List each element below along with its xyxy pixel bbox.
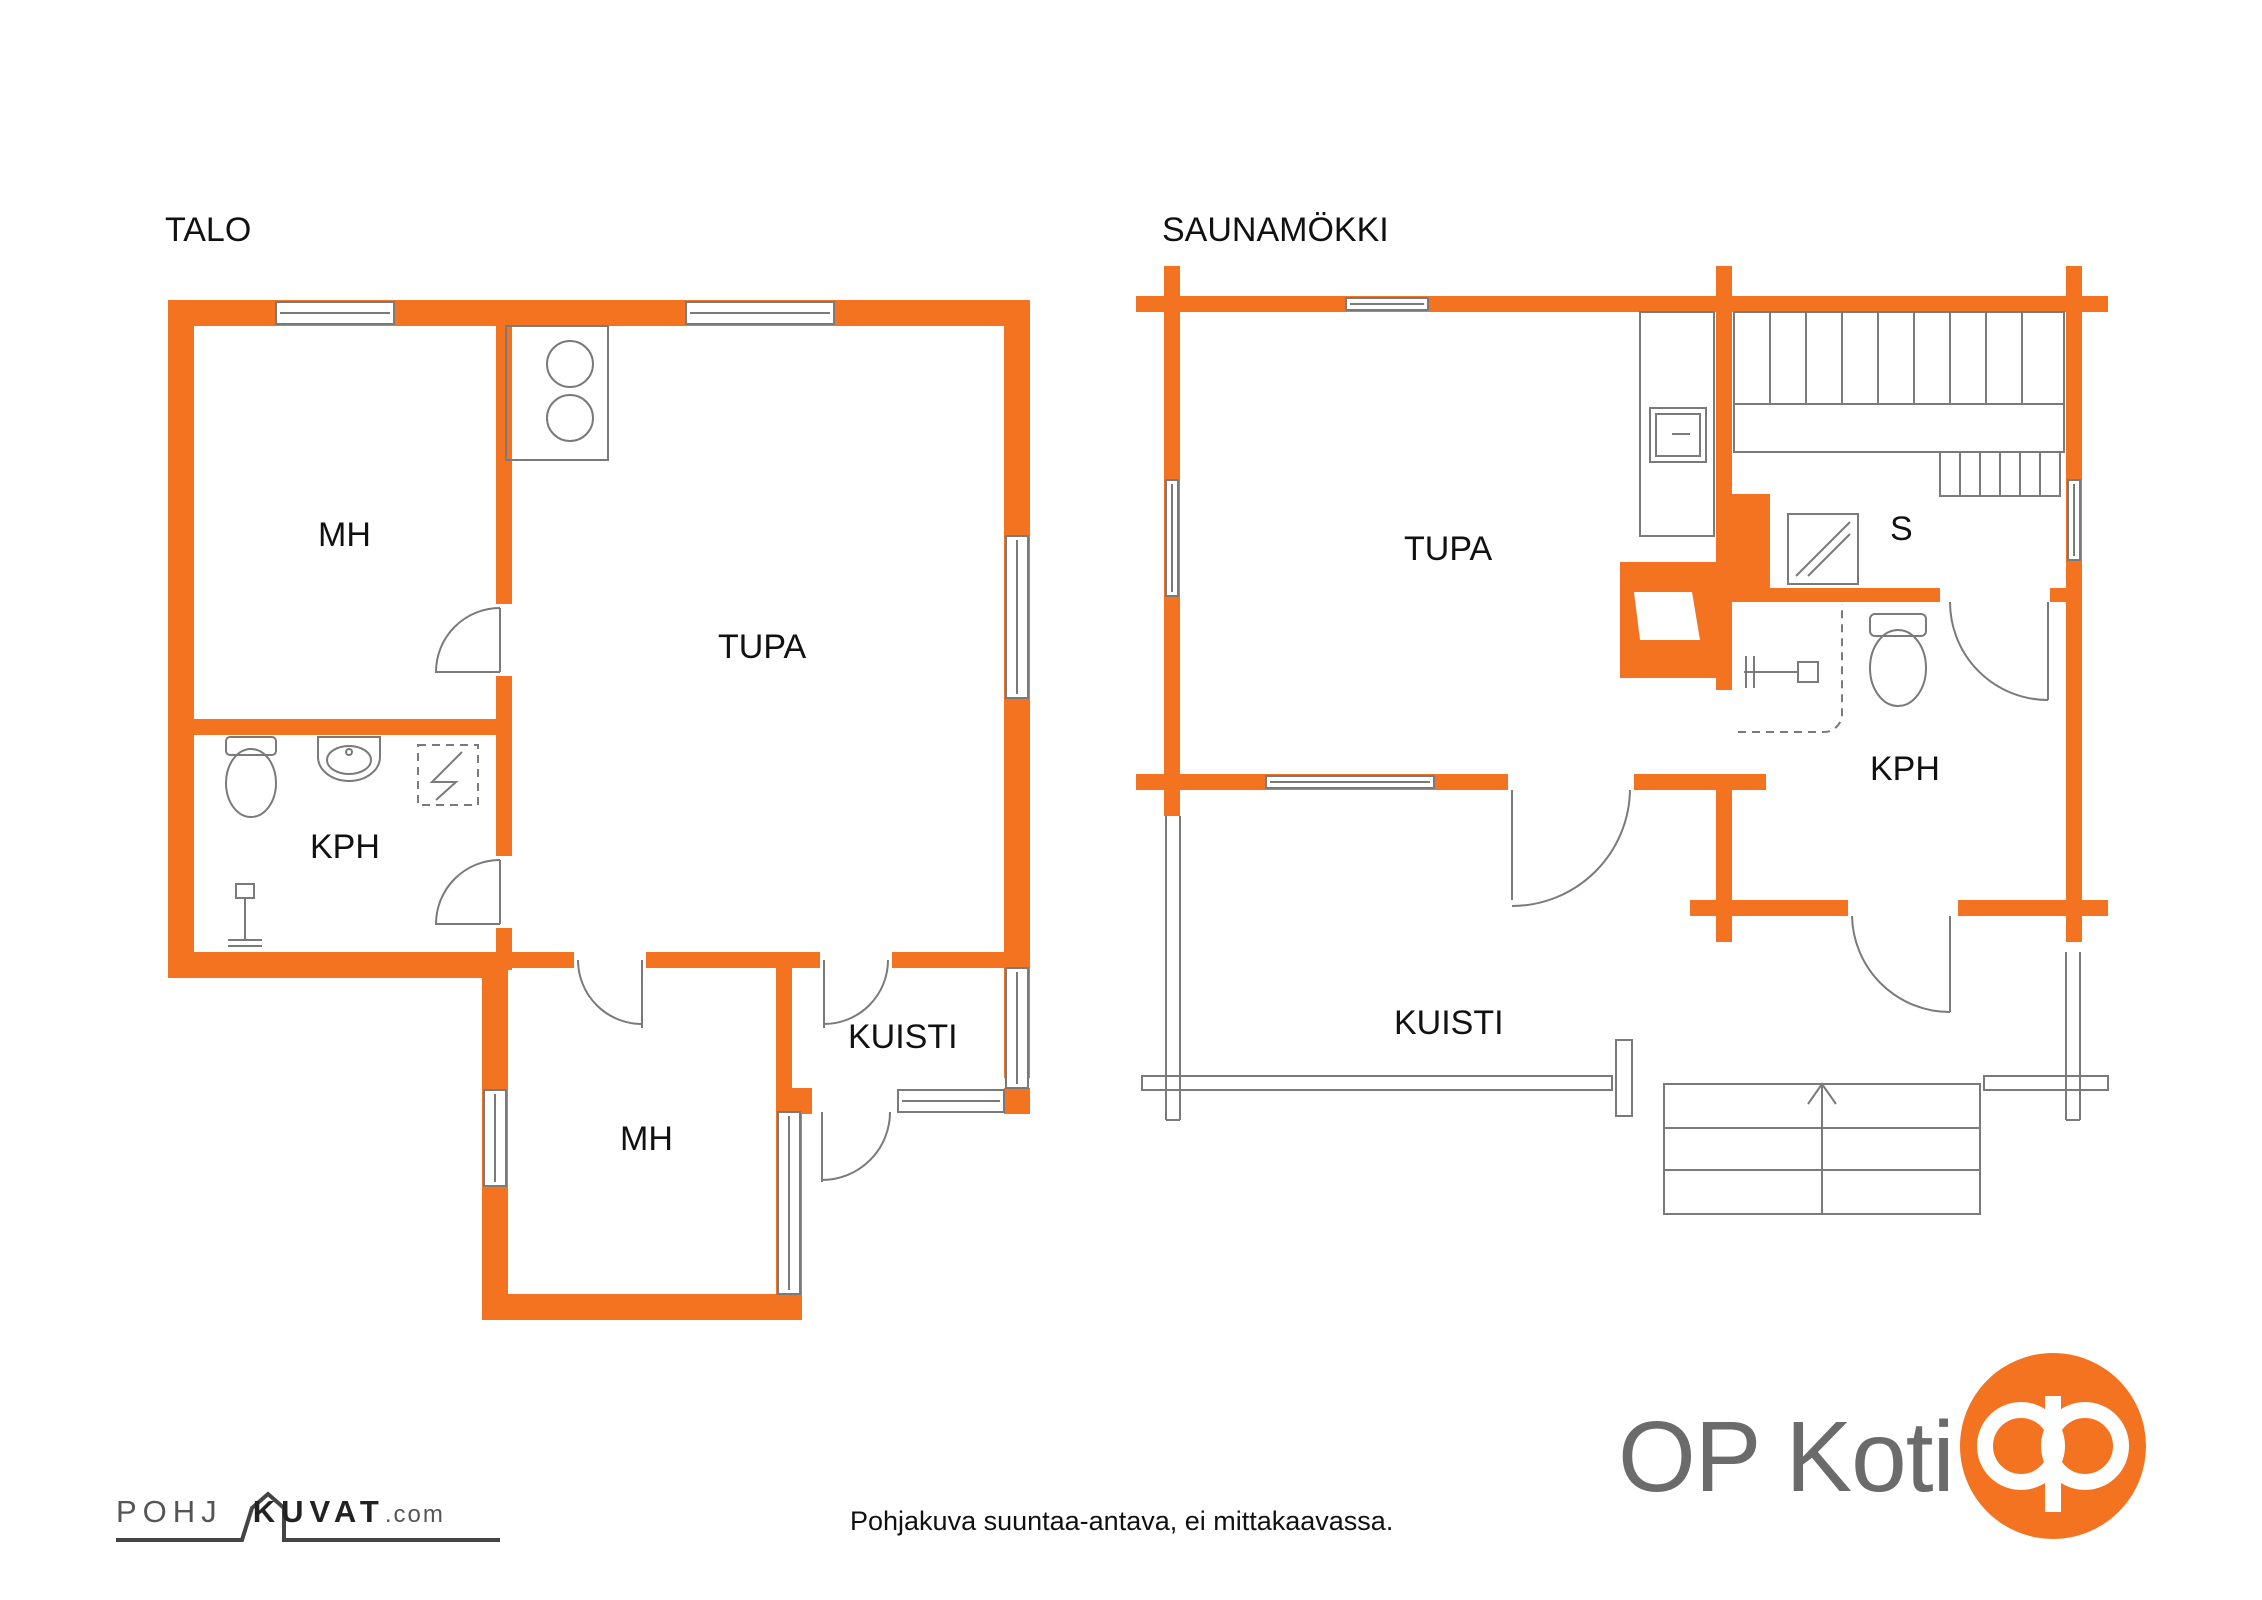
talo-fixtures — [225, 325, 609, 947]
fireplace-icon — [1634, 592, 1700, 640]
disclaimer-text: Pohjakuva suuntaa-antava, ei mittakaavas… — [850, 1506, 1394, 1536]
sauna-doors — [1716, 588, 2050, 1013]
sauna-room-kph: KPH — [1870, 750, 1940, 788]
sauna-fixtures — [1141, 311, 2109, 1215]
op-logo-icon — [1960, 1353, 2146, 1539]
talo-walls — [168, 300, 1030, 1320]
entrance-steps — [1663, 1082, 1981, 1215]
pohjakuvat-logo-part-a: POHJ — [116, 1494, 223, 1529]
sauna-windows — [1165, 297, 2081, 907]
talo-doors — [434, 604, 896, 1182]
shower-icon — [1738, 604, 1843, 733]
op-koti-brand: OP Koti — [1618, 1401, 1955, 1513]
pohjakuvat-logo-part-b: KUVAT — [252, 1494, 385, 1529]
toilet-icon — [225, 736, 277, 818]
stairs-icon — [1733, 311, 2065, 497]
sauna-room-s: S — [1890, 510, 1913, 548]
pohjakuvat-logo-part-c: .com — [384, 1501, 445, 1528]
talo-room-tupa: TUPA — [718, 628, 806, 666]
sauna-room-labels: TUPA S KPH KUISTI — [1394, 510, 1940, 1042]
stove-icon — [505, 325, 609, 461]
pohjakuvat-logo: POHJ KUVAT.com — [116, 1494, 445, 1530]
shower-icon — [417, 744, 479, 806]
sauna-walls — [1136, 266, 2108, 942]
talo-room-mh2: MH — [620, 1120, 673, 1158]
saunamokki-title: SAUNAMÖKKI — [1162, 211, 1389, 249]
sauna-room-tupa: TUPA — [1404, 530, 1492, 568]
talo-title: TALO — [165, 211, 251, 249]
shower-tap-icon — [228, 883, 262, 947]
toilet-icon — [1869, 613, 1927, 707]
sink-icon — [317, 736, 381, 782]
talo-room-kph: KPH — [310, 828, 380, 866]
talo-windows — [275, 301, 1029, 1295]
sink-icon — [1649, 407, 1707, 463]
talo-room-mh1: MH — [318, 516, 371, 554]
pohjakuvat-underline — [116, 1491, 500, 1542]
talo-room-labels: MH TUPA KPH MH KUISTI — [310, 516, 958, 1158]
talo-room-kuisti: KUISTI — [848, 1018, 958, 1056]
sauna-stove-icon — [1787, 513, 1859, 585]
sauna-room-kuisti: KUISTI — [1394, 1004, 1504, 1042]
kuisti-railing — [1141, 816, 2109, 1121]
